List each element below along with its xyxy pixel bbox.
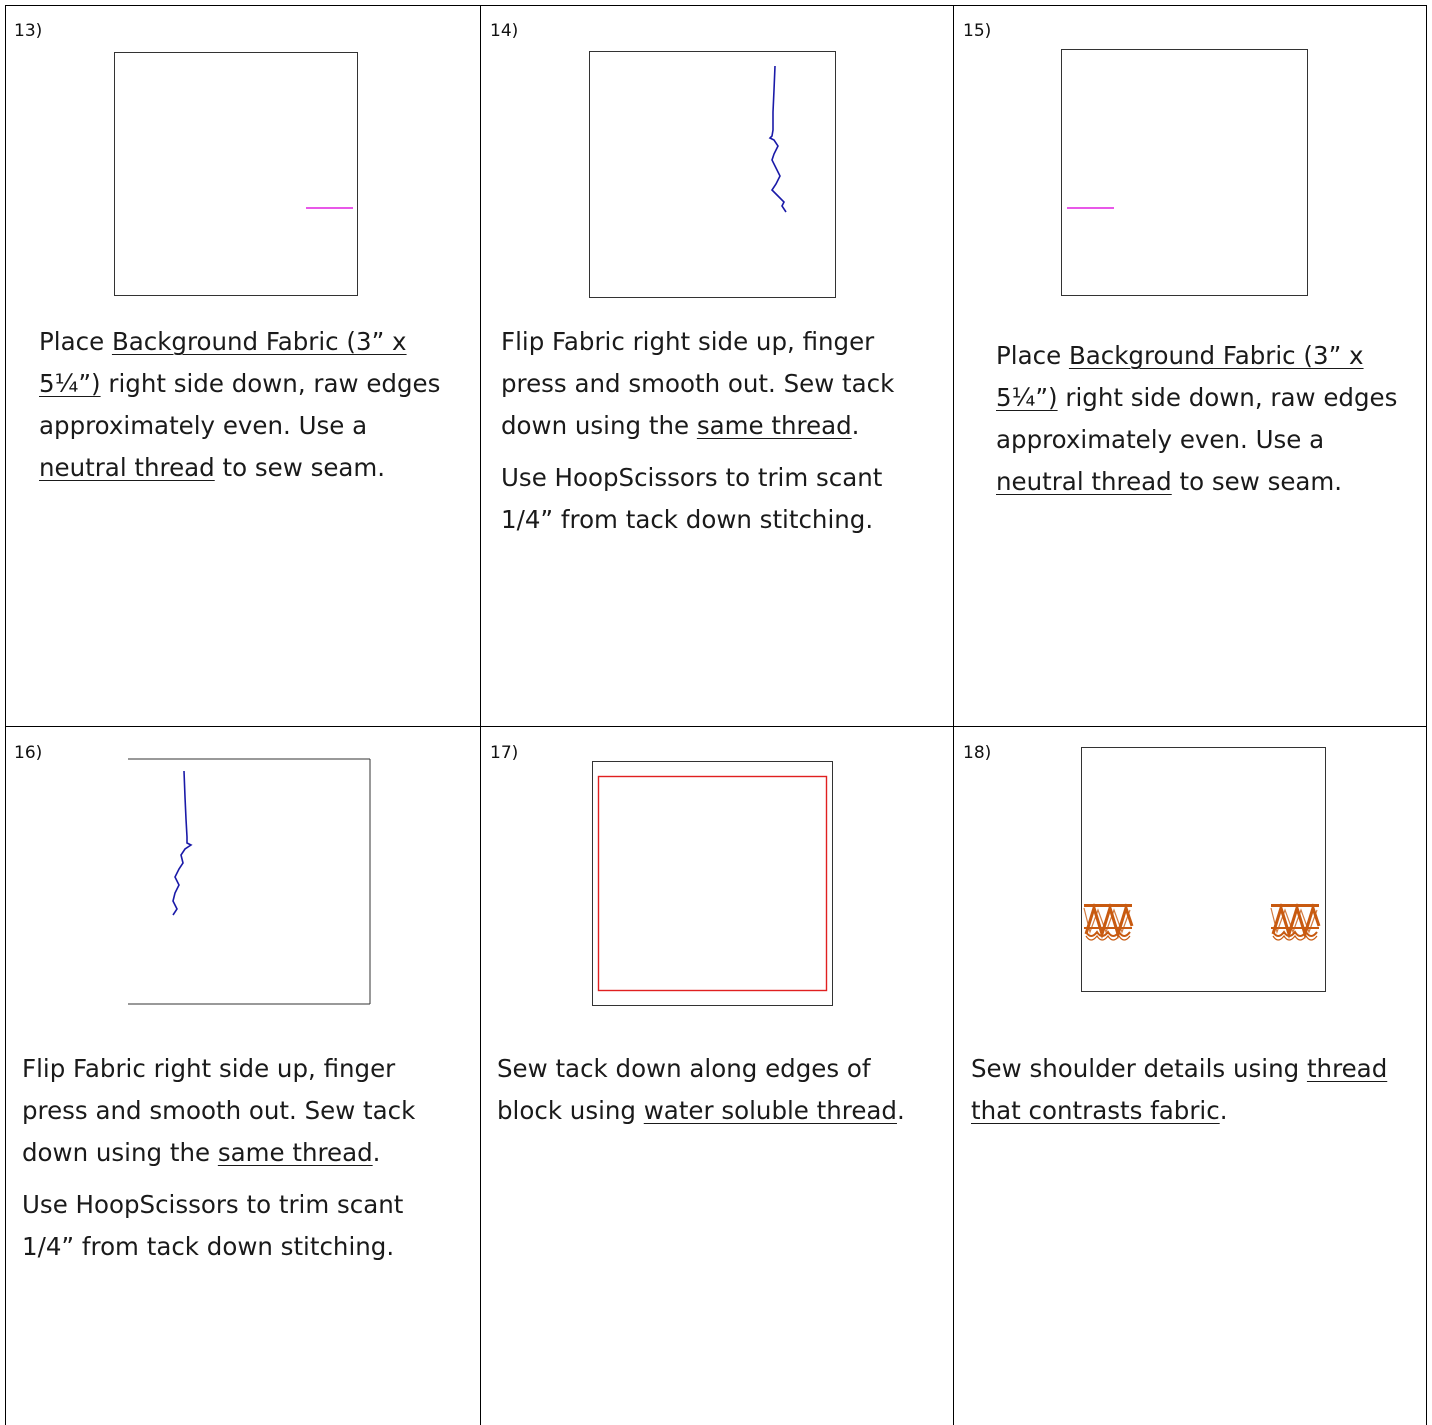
- instruction-text: to sew seam.: [215, 453, 385, 482]
- instruction-paragraph: Flip Fabric right side up, finger press …: [22, 1048, 462, 1174]
- seam-line-left-icon: [1060, 48, 1310, 298]
- step-16-cell: 16) Flip Fabric right side up, finger pr…: [5, 727, 480, 1425]
- seam-line-right-icon: [113, 51, 360, 298]
- step-17-cell: 17) Sew tack down along edges of block u…: [481, 727, 953, 1425]
- underlined-term: water soluble thread: [644, 1096, 897, 1125]
- instruction-paragraph: Place Background Fabric (3” x 5¼”) right…: [39, 321, 459, 489]
- instruction-paragraph: Flip Fabric right side up, finger press …: [501, 321, 931, 447]
- step-13-cell: 13) Place Background Fabric (3” x 5¼”) r…: [5, 5, 480, 726]
- step-instruction: Flip Fabric right side up, finger press …: [501, 321, 931, 541]
- instruction-paragraph: Sew tack down along edges of block using…: [497, 1048, 937, 1132]
- instruction-text: Sew shoulder details using: [971, 1054, 1307, 1083]
- step-15-cell: 15) Place Background Fabric (3” x 5¼”) r…: [954, 5, 1426, 726]
- underlined-term: same thread: [218, 1138, 373, 1167]
- edge-tack-border-icon: [591, 760, 835, 1008]
- instruction-table: 13) Place Background Fabric (3” x 5¼”) r…: [5, 5, 1427, 1425]
- instruction-paragraph-2: Use HoopScissors to trim scant 1/4” from…: [22, 1184, 462, 1268]
- shoulder-motif-left: [1084, 904, 1132, 940]
- instruction-paragraph-2: Use HoopScissors to trim scant 1/4” from…: [501, 457, 931, 541]
- step-14-cell: 14) Flip Fabric right side up, finger pr…: [481, 5, 953, 726]
- instruction-text: Use HoopScissors to trim scant 1/4” from…: [22, 1190, 403, 1261]
- instruction-text: Use HoopScissors to trim scant 1/4” from…: [501, 463, 882, 534]
- step-instruction: Sew shoulder details using thread that c…: [971, 1048, 1411, 1132]
- table-border-right: [1426, 5, 1427, 1425]
- underlined-term: neutral thread: [996, 467, 1172, 496]
- step-instruction: Place Background Fabric (3” x 5¼”) right…: [39, 321, 459, 489]
- step-number: 14): [490, 21, 518, 41]
- step-number: 13): [14, 21, 42, 41]
- instruction-text: to sew seam.: [1172, 467, 1342, 496]
- step-number: 16): [14, 743, 42, 763]
- step-number: 18): [963, 743, 991, 763]
- shoulder-details-icon: [1080, 746, 1328, 994]
- instruction-text: Place: [39, 327, 112, 356]
- underlined-term: same thread: [697, 411, 852, 440]
- instruction-text: Place: [996, 341, 1069, 370]
- step-number: 17): [490, 743, 518, 763]
- instruction-text: .: [897, 1096, 905, 1125]
- step-instruction: Place Background Fabric (3” x 5¼”) right…: [996, 335, 1416, 503]
- instruction-text: .: [852, 411, 860, 440]
- wavy-tack-line-icon: [127, 757, 377, 1007]
- step-18-cell: 18) Sew shoulder details using thread th…: [954, 727, 1426, 1425]
- step-number: 15): [963, 21, 991, 41]
- shoulder-motif-right: [1271, 904, 1319, 940]
- wavy-tack-line-icon: [588, 50, 838, 300]
- instruction-text: .: [373, 1138, 381, 1167]
- underlined-term: neutral thread: [39, 453, 215, 482]
- instruction-paragraph: Sew shoulder details using thread that c…: [971, 1048, 1411, 1132]
- step-instruction: Flip Fabric right side up, finger press …: [22, 1048, 462, 1268]
- instruction-text: .: [1220, 1096, 1228, 1125]
- instruction-paragraph: Place Background Fabric (3” x 5¼”) right…: [996, 335, 1416, 503]
- step-instruction: Sew tack down along edges of block using…: [497, 1048, 937, 1132]
